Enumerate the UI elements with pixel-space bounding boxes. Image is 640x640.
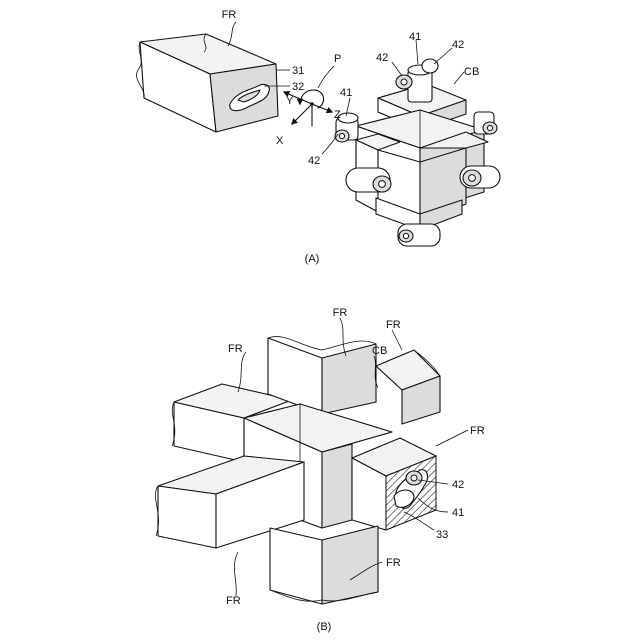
caption-a: (A)	[305, 253, 320, 265]
label-cb: CB	[464, 66, 479, 78]
label-fr-top-right: FR	[386, 319, 401, 331]
label-fr-right: FR	[470, 425, 485, 437]
label-33: 33	[436, 529, 448, 541]
pin-icon	[398, 224, 440, 246]
figure-a: FR 31 32 P Y Z X 41 42 42 CB 41 42 (A)	[136, 9, 500, 265]
label-y: Y	[286, 95, 294, 107]
connector-block-cb	[356, 84, 488, 230]
pin-icon	[346, 168, 391, 192]
label-42-top-left: 42	[376, 52, 388, 64]
label-41-top: 41	[409, 31, 421, 43]
frame-member-a	[136, 34, 278, 132]
label-x: X	[276, 135, 284, 147]
label-42-top-right: 42	[452, 39, 464, 51]
frame-member-right-upper	[376, 350, 440, 424]
label-fr: FR	[222, 9, 237, 21]
label-p: P	[334, 53, 341, 65]
label-fr-top: FR	[333, 307, 348, 319]
frame-member-column-bottom	[270, 526, 378, 604]
label-z: Z	[334, 109, 341, 121]
frame-member-right-front	[352, 438, 436, 530]
caption-b: (B)	[317, 621, 332, 633]
label-fr-bottom-left: FR	[226, 595, 241, 607]
label-cb: CB	[372, 345, 387, 357]
label-31: 31	[292, 65, 304, 77]
label-41-left: 41	[340, 87, 352, 99]
figure-b: FR FR FR CB FR 42 41 33 FR FR (B)	[155, 307, 484, 633]
pin-icon	[474, 112, 497, 134]
label-42-left: 42	[308, 155, 320, 167]
label-41: 41	[452, 507, 464, 519]
label-fr-bottom-right: FR	[386, 557, 401, 569]
label-32: 32	[292, 81, 304, 93]
pin-icon	[460, 166, 500, 188]
label-fr-left: FR	[228, 343, 243, 355]
label-42: 42	[452, 479, 464, 491]
